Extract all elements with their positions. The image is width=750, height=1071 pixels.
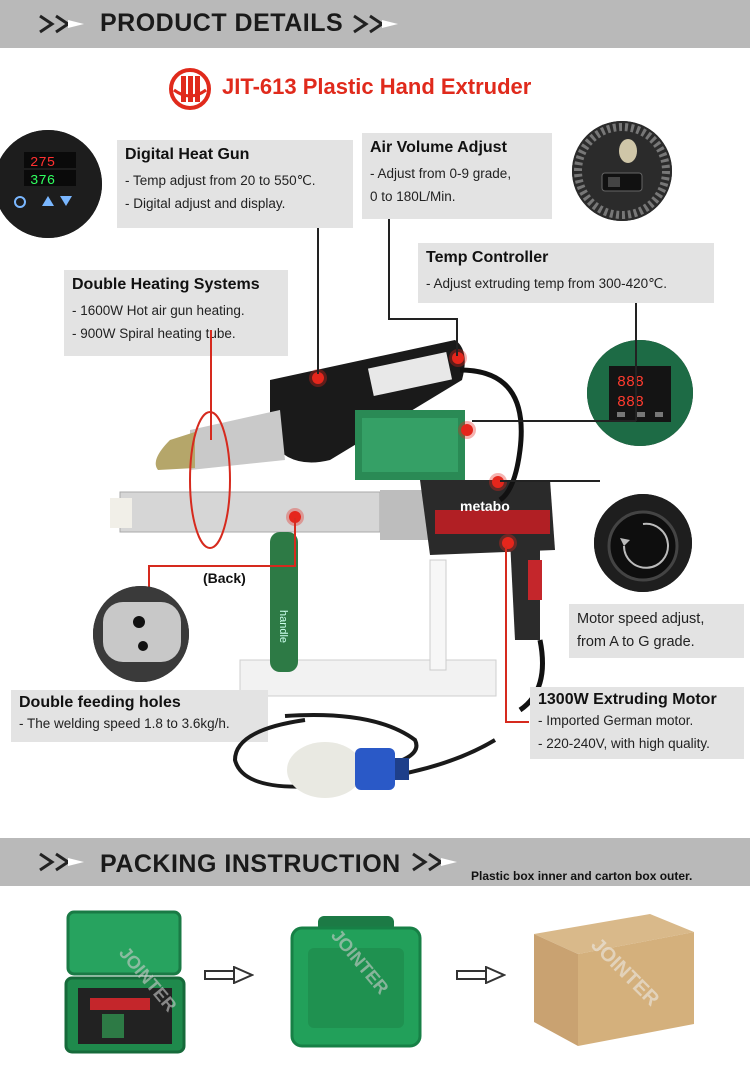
leader-line	[635, 303, 637, 421]
packing-instruction-banner: PACKING INSTRUCTION	[0, 838, 750, 886]
controller-bottom-value: 888	[617, 394, 644, 411]
callout-line: Motor speed adjust,	[577, 611, 705, 627]
callout-title: Air Volume Adjust	[370, 139, 507, 156]
leader-line	[317, 228, 319, 374]
callout-line: - Temp adjust from 20 to 550℃.	[125, 173, 316, 188]
double-chevron-icon	[39, 852, 84, 872]
callout-line: - 1600W Hot air gun heating.	[72, 303, 245, 318]
closed-case-image: JOINTER	[290, 916, 422, 1048]
packing-note: Plastic box inner and carton box outer.	[471, 869, 693, 883]
air-volume-callout: Air Volume Adjust - Adjust from 0-9 grad…	[362, 133, 552, 219]
digital-heat-gun-callout: Digital Heat Gun - Temp adjust from 20 t…	[117, 140, 353, 228]
callout-title: Double feeding holes	[19, 694, 181, 711]
leader-line	[505, 546, 507, 722]
feeding-holes-photo	[93, 586, 189, 682]
display-bottom-value: 376	[30, 173, 55, 189]
leader-line	[388, 219, 390, 319]
callout-line: - Adjust extruding temp from 300-420℃.	[426, 276, 668, 291]
leader-line	[472, 420, 636, 422]
section-title-packing: PACKING INSTRUCTION	[100, 850, 401, 878]
controller-top-value: 888	[617, 374, 644, 391]
carton-box-image: JOINTER	[534, 914, 694, 1046]
callout-line: - 220-240V, with high quality.	[538, 736, 710, 751]
marker-dot	[461, 424, 473, 436]
temp-controller-callout: Temp Controller - Adjust extruding temp …	[418, 243, 714, 303]
motor-speed-dial-photo	[594, 494, 692, 592]
marker-dot	[452, 352, 464, 364]
air-volume-switch-photo	[572, 121, 672, 221]
callout-line: 0 to 180L/Min.	[370, 189, 456, 204]
product-details-banner: PRODUCT DETAILS	[0, 0, 750, 48]
heat-gun-display-photo: 275 376	[0, 130, 102, 238]
marker-dot	[312, 372, 324, 384]
callout-title: Temp Controller	[426, 249, 549, 266]
leader-line	[388, 318, 456, 320]
callout-line: - Digital adjust and display.	[125, 196, 286, 211]
feeding-holes-callout: Double feeding holes - The welding speed…	[11, 690, 268, 742]
right-arrow-icon	[204, 966, 254, 984]
callout-line: - Imported German motor.	[538, 713, 694, 728]
leader-line	[148, 565, 296, 567]
product-title: JIT-613 Plastic Hand Extruder	[222, 74, 532, 99]
callout-title: Double Heating Systems	[72, 276, 260, 293]
callout-line: - Adjust from 0-9 grade,	[370, 166, 512, 181]
callout-title: Digital Heat Gun	[125, 146, 250, 163]
marker-dot	[502, 537, 514, 549]
motor-speed-callout: Motor speed adjust, from A to G grade.	[569, 604, 744, 658]
open-case-image: JOINTER	[64, 910, 186, 1054]
marker-dot	[492, 476, 504, 488]
double-chevron-icon	[412, 852, 457, 872]
right-arrow-icon	[456, 966, 506, 984]
extruding-motor-callout: 1300W Extruding Motor - Imported German …	[530, 687, 744, 759]
leader-line	[294, 518, 296, 566]
leader-line	[456, 318, 458, 356]
brand-logo-icon	[169, 68, 211, 110]
leader-line	[210, 330, 212, 440]
double-chevron-icon	[353, 14, 398, 34]
callout-line: - 900W Spiral heating tube.	[72, 326, 236, 341]
double-chevron-icon	[39, 14, 84, 34]
display-top-value: 275	[30, 155, 55, 171]
leader-line	[148, 565, 150, 593]
motor-brand-label: metabo	[460, 498, 510, 514]
marker-dot	[289, 511, 301, 523]
double-heating-callout: Double Heating Systems - 1600W Hot air g…	[64, 270, 288, 356]
product-header: JIT-613 Plastic Hand Extruder	[0, 62, 750, 114]
callout-title: 1300W Extruding Motor	[538, 691, 717, 708]
power-cable-illustration	[232, 713, 497, 798]
leader-line	[500, 480, 600, 482]
callout-line: from A to G grade.	[577, 634, 695, 650]
temp-controller-photo: 888 888	[587, 340, 693, 446]
section-title-product-details: PRODUCT DETAILS	[100, 9, 344, 37]
back-label: (Back)	[203, 570, 246, 586]
handle-label: handle	[277, 610, 289, 643]
callout-line: - The welding speed 1.8 to 3.6kg/h.	[19, 716, 230, 731]
leader-line	[505, 721, 529, 723]
